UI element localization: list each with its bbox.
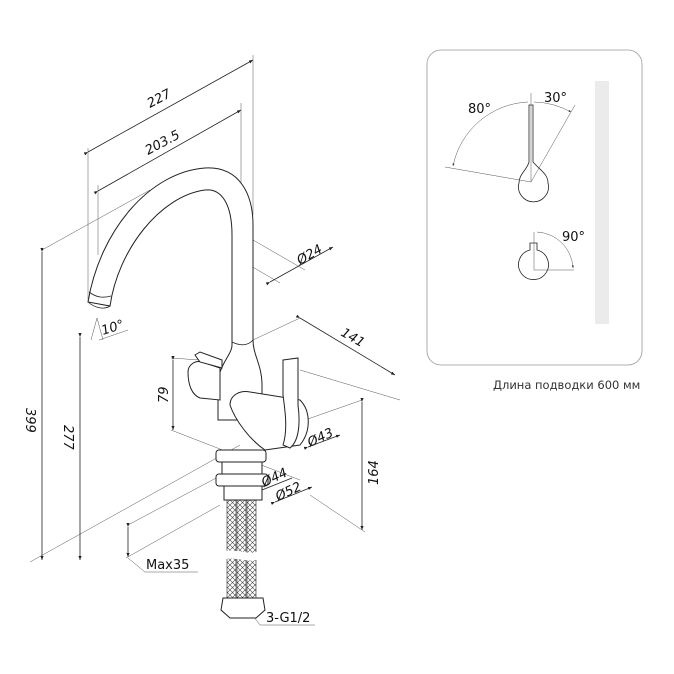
- dim-depth: 141: [338, 325, 367, 350]
- dim-spout-angle: 10°: [100, 317, 127, 338]
- angle-second-label: 90°: [562, 230, 585, 245]
- dim-connection: 3-G1/2: [266, 611, 310, 626]
- dim-reach-total: 227: [145, 86, 175, 111]
- faucet-illustration: [87, 167, 309, 619]
- angle-left-label: 80°: [468, 102, 491, 117]
- hose-length-caption: Длина подводки 600 мм: [493, 378, 640, 392]
- dim-body-diameter: Ø43: [304, 426, 336, 451]
- rotation-panel: 80° 30° 90°: [426, 49, 643, 366]
- angle-right-label: 30°: [544, 91, 567, 106]
- dim-lever-height: 79: [157, 386, 172, 403]
- dim-body-height: 164: [367, 460, 382, 485]
- dim-height-total: 399: [22, 408, 37, 433]
- dim-height-spout: 277: [60, 425, 75, 451]
- dim-spout-diameter: Ø24: [294, 242, 326, 269]
- dim-max-countertop: Max35: [146, 558, 189, 573]
- hose-length-bar: [595, 81, 609, 324]
